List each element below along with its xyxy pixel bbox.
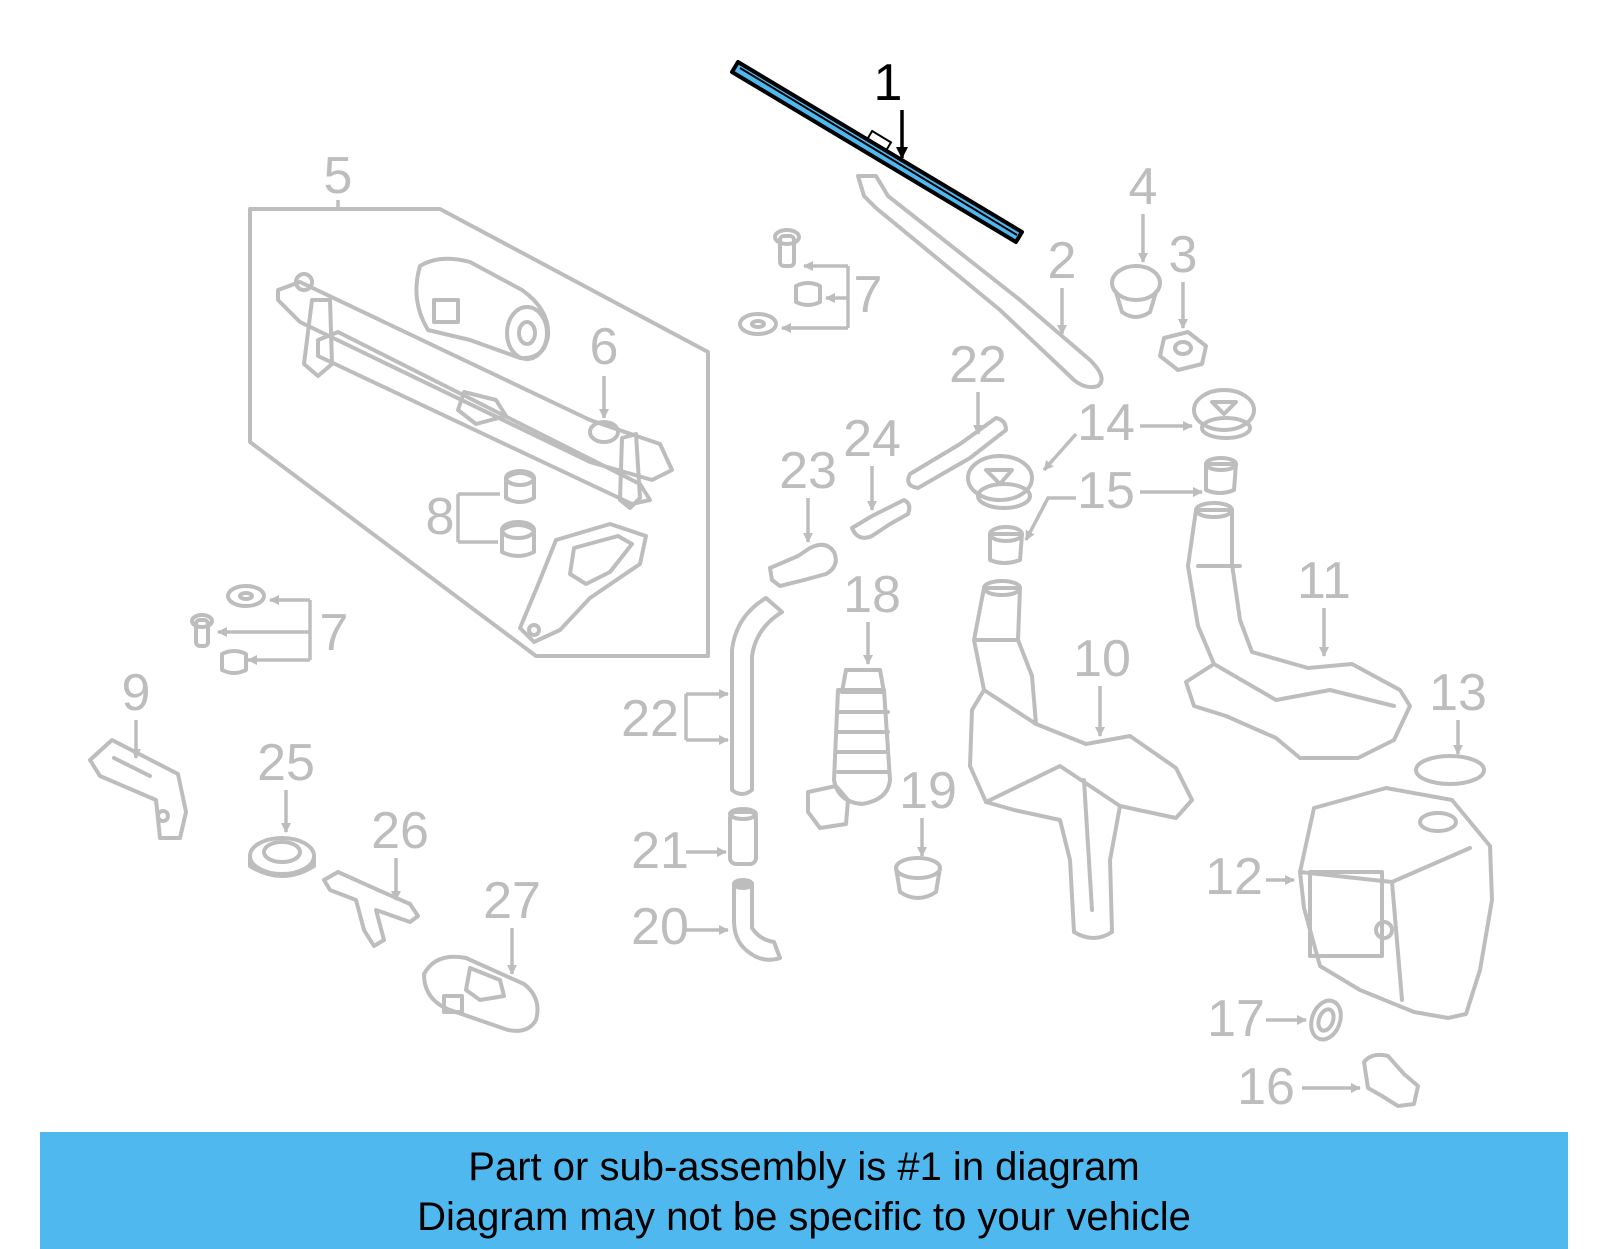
part-8-bushings[interactable]	[500, 469, 536, 558]
part-24-check-valve[interactable]	[850, 498, 912, 540]
part-4-cap[interactable]	[1110, 264, 1162, 319]
part-25-grommet[interactable]	[248, 836, 316, 878]
callout-5: 5	[324, 147, 353, 205]
callout-27: 27	[483, 872, 541, 930]
part-1-wiper-blade[interactable]	[730, 60, 1024, 244]
callout-18: 18	[843, 566, 901, 624]
part-23-connector[interactable]	[768, 542, 838, 588]
callout-13: 13	[1429, 664, 1487, 722]
callout-7-lower: 7	[320, 604, 349, 662]
callout-17: 17	[1207, 990, 1265, 1048]
part-14-cap-right[interactable]	[1192, 388, 1256, 440]
info-banner: Part or sub-assembly is #1 in diagram Di…	[40, 1132, 1568, 1249]
callout-2: 2	[1048, 232, 1077, 290]
callout-6: 6	[590, 318, 619, 376]
callout-25: 25	[257, 734, 315, 792]
part-5-motor-linkage-assembly[interactable]	[248, 207, 710, 658]
part-2-wiper-arm[interactable]	[856, 174, 1104, 390]
callout-19: 19	[899, 762, 957, 820]
leader-14-mid	[1042, 432, 1078, 472]
part-14-cap-mid[interactable]	[966, 454, 1034, 510]
part-13-seal-ring[interactable]	[1414, 754, 1486, 786]
part-17-grommet[interactable]	[1306, 996, 1346, 1043]
callout-20: 20	[631, 898, 689, 956]
callout-22-upper: 22	[949, 336, 1007, 394]
callout-15: 15	[1077, 462, 1135, 520]
callout-21: 21	[631, 822, 689, 880]
part-9-bracket[interactable]	[88, 738, 188, 840]
callout-16: 16	[1237, 1058, 1295, 1116]
callout-3: 3	[1169, 226, 1198, 284]
leader-8	[456, 492, 500, 544]
callout-24: 24	[843, 410, 901, 468]
part-7-hardware-lower[interactable]	[190, 584, 266, 675]
part-11-reservoir-alt[interactable]	[1184, 501, 1412, 760]
banner-line-1: Part or sub-assembly is #1 in diagram	[468, 1145, 1140, 1189]
callout-9: 9	[122, 664, 151, 722]
part-10-reservoir-upper[interactable]	[968, 579, 1194, 940]
part-27-nozzle[interactable]	[422, 954, 540, 1033]
part-12-reservoir-tank[interactable]	[1298, 786, 1494, 1020]
banner-line-2: Diagram may not be specific to your vehi…	[417, 1195, 1191, 1239]
part-18-pump[interactable]	[806, 668, 892, 830]
part-16-level-sensor[interactable]	[1362, 1052, 1420, 1108]
callout-1: 1	[874, 54, 903, 112]
callout-7-upper: 7	[854, 266, 883, 324]
part-15-neck-mid[interactable]	[988, 525, 1024, 565]
part-22-hose-lower[interactable]	[730, 596, 784, 796]
part-15-neck-right[interactable]	[1204, 456, 1238, 495]
callout-26: 26	[371, 802, 429, 860]
callout-11: 11	[1297, 552, 1351, 610]
callout-4: 4	[1129, 158, 1158, 216]
part-21-sleeve[interactable]	[728, 807, 758, 866]
part-22-tube-upper[interactable]	[906, 416, 1008, 490]
callout-8: 8	[426, 488, 455, 546]
part-3-nut[interactable]	[1158, 330, 1208, 372]
part-7-hardware-upper[interactable]	[738, 228, 822, 336]
callout-10: 10	[1073, 630, 1131, 688]
callout-12: 12	[1205, 848, 1263, 906]
part-26-y-connector[interactable]	[322, 870, 420, 948]
callout-22-lower: 22	[621, 690, 679, 748]
callout-23: 23	[779, 442, 837, 500]
callout-14: 14	[1077, 394, 1135, 452]
leader-15-mid	[1024, 496, 1076, 541]
part-19-grommet[interactable]	[894, 856, 942, 900]
part-20-elbow[interactable]	[732, 878, 782, 962]
part-6-pivot[interactable]	[588, 420, 620, 444]
